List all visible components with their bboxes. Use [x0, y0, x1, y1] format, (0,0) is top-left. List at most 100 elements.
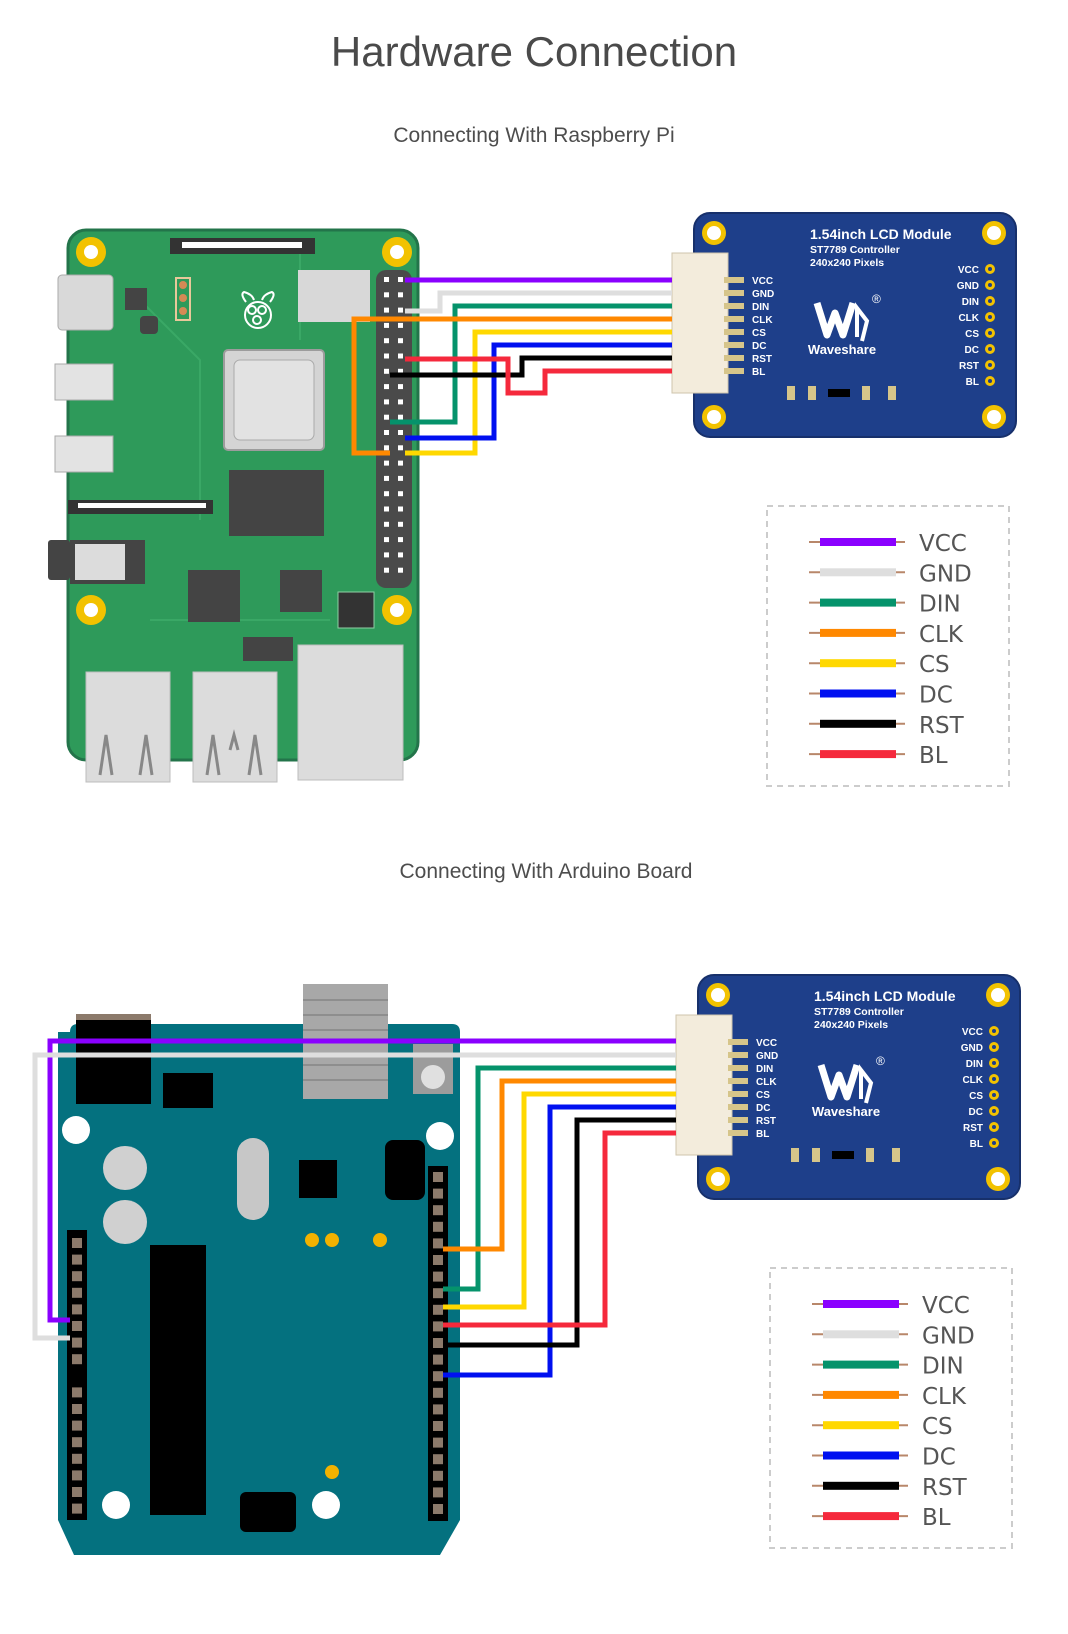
gpio-pin: [398, 430, 403, 435]
mounting-holes: [76, 237, 412, 625]
brand-name: Waveshare: [812, 1104, 880, 1119]
icsp-header-bottom: [240, 1492, 296, 1532]
lcd-pin-label-right: BL: [970, 1139, 983, 1150]
lcd-pin-label-left: VCC: [756, 1038, 777, 1049]
crystal: [237, 1138, 269, 1220]
lcd-pin-label-left: RST: [752, 354, 772, 365]
registered-mark: ®: [872, 292, 881, 306]
digital-pin: [433, 1487, 443, 1498]
legend-label: DC: [922, 1445, 956, 1471]
lcd-pin-label-left: GND: [756, 1051, 778, 1062]
wire-din-arduino: [443, 1065, 676, 1292]
icsp-header-top: [385, 1140, 425, 1200]
gpio-pin: [384, 384, 389, 390]
legend-label: GND: [922, 1323, 975, 1349]
wire-cs-arduino: [443, 1091, 676, 1310]
legend-label: DIN: [919, 592, 961, 618]
gpio-pin: [384, 460, 389, 466]
connector-pin: [728, 1065, 748, 1071]
lcd-controller: ST7789 Controller: [810, 244, 900, 256]
audio-jack: [48, 540, 70, 580]
digital-pin: [433, 1188, 443, 1199]
gpio-pin: [398, 414, 403, 420]
digital-pin: [433, 1421, 443, 1431]
lcd-pin-label-left: CS: [752, 328, 766, 339]
legend-label: GND: [919, 561, 972, 587]
connector-pin: [724, 342, 744, 348]
legend-item: RST: [809, 713, 965, 739]
legend-label: BL: [919, 743, 948, 769]
analog-pin: [72, 1420, 82, 1431]
lcd-pin-label-right: CS: [965, 329, 979, 340]
gpio-pin: [398, 567, 403, 573]
gpio-pin: [384, 414, 389, 420]
waveshare-logo-icon: [813, 301, 870, 342]
gpio-pin: [398, 292, 403, 298]
capacitor-2: [103, 1200, 147, 1244]
gpio-pin: [398, 353, 403, 359]
wire-bl-arduino: [443, 1130, 676, 1328]
legend-swatch: [820, 628, 896, 637]
arduino-board: [58, 984, 460, 1555]
lcd-pin-label-right: VCC: [962, 1027, 983, 1038]
lcd-pin-label-right: DC: [965, 345, 979, 356]
legend-item: VCC: [812, 1293, 970, 1319]
legend-swatch: [820, 568, 896, 577]
legend-swatch: [820, 538, 896, 546]
digital-pin: [433, 1454, 443, 1465]
legend-item: DIN: [812, 1354, 964, 1380]
lcd-pin-label-right: CLK: [962, 1075, 983, 1086]
wire-din-rpi: [390, 303, 672, 425]
gpio-pin: [398, 552, 403, 558]
lcd-pin-label-left: DIN: [752, 302, 769, 313]
lcd-pin-label-left: BL: [756, 1129, 769, 1140]
legend-label: CS: [919, 652, 950, 678]
arduino-section-subtitle: Connecting With Arduino Board: [399, 860, 693, 883]
wire-gnd-rpi: [405, 290, 672, 314]
lcd-pin-label-left: CLK: [756, 1077, 777, 1088]
usb-ports: [85, 671, 278, 783]
smd-component: [812, 1148, 820, 1162]
lcd-pin-label-right: DIN: [966, 1059, 983, 1070]
transistor: [828, 389, 850, 397]
legend-label: CLK: [922, 1384, 967, 1410]
legend-label: VCC: [919, 531, 967, 557]
lcd-pin-label-right: DIN: [962, 297, 979, 308]
legend-swatch: [823, 1451, 899, 1460]
legend-label: DIN: [922, 1354, 964, 1380]
digital-pin: [433, 1404, 443, 1415]
lcd-pin-label-left: BL: [752, 367, 765, 378]
atmega-chip: [150, 1245, 206, 1515]
dc-barrel-jack: [76, 1014, 151, 1104]
micro-hdmi-port-1: [54, 363, 114, 401]
gpio-pin: [384, 277, 389, 282]
legend-item: CS: [809, 652, 950, 678]
digital-pin: [433, 1437, 443, 1448]
rpi-section-subtitle: Connecting With Raspberry Pi: [393, 124, 675, 147]
connector-pin: [728, 1104, 748, 1110]
digital-pin: [433, 1354, 443, 1365]
connector-pin: [728, 1130, 748, 1136]
smd-component: [866, 1148, 874, 1162]
smd-component: [888, 386, 896, 400]
wifi-module: [298, 270, 370, 322]
legend-label: BL: [922, 1505, 951, 1531]
connector-pin: [728, 1039, 748, 1045]
leds: [305, 1233, 387, 1479]
legend-swatch: [820, 659, 896, 668]
lcd-title: 1.54inch LCD Module: [814, 988, 956, 1004]
gpio-pin: [384, 552, 389, 558]
legend-item: CS: [812, 1414, 953, 1440]
legend-item: DIN: [809, 592, 961, 618]
connector-pin: [724, 368, 744, 374]
analog-pin: [72, 1404, 82, 1414]
connector-pin: [724, 277, 744, 283]
lcd-pin-label-right: RST: [963, 1123, 983, 1134]
wire-vcc-arduino: [47, 1038, 676, 1323]
lcd-pin-label-right: DC: [969, 1107, 983, 1118]
gpio-pin: [384, 292, 389, 298]
